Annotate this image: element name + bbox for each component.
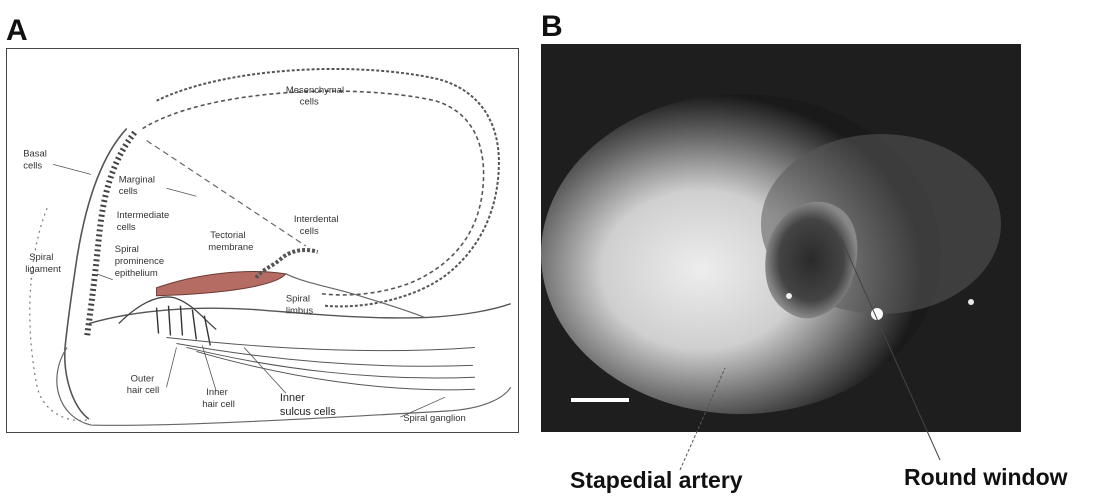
label-spiral-ganglion: Spiral ganglion — [403, 413, 465, 424]
cochlear-duct-diagram: Mesenchymal cells Basal cells Marginal c… — [6, 48, 519, 433]
spiral-ligament-region — [30, 208, 91, 420]
label-spiral-ligament: Spiral ligament — [25, 252, 61, 275]
label-marginal-cells: Marginal cells — [119, 174, 158, 197]
panel-a-letter: A — [6, 14, 28, 48]
stria-vascularis — [87, 133, 135, 338]
label-round-window: Round window — [904, 464, 1068, 491]
photo-rendering — [541, 44, 1021, 432]
label-inner-sulcus-cells: Inner sulcus cells — [280, 392, 336, 418]
reflection-highlight — [871, 308, 883, 320]
label-spiral-limbus: Spiral limbus — [286, 294, 314, 317]
label-basal-cells: Basal cells — [23, 148, 49, 171]
panel-b-letter: B — [541, 10, 563, 44]
label-spiral-prominence: Spiral prominence epithelium — [115, 244, 167, 279]
label-tectorial-membrane: Tectorial membrane — [208, 230, 253, 253]
reflection-spot-right — [968, 299, 974, 305]
label-stapedial-artery: Stapedial artery — [570, 467, 743, 494]
cochlear-duct-drawing: Mesenchymal cells Basal cells Marginal c… — [7, 49, 518, 432]
nerve-fibers — [167, 337, 475, 389]
scale-bar — [571, 398, 629, 402]
label-mesenchymal: Mesenchymal cells — [286, 85, 347, 108]
label-outer-hair-cell: Outer hair cell — [127, 373, 160, 396]
label-intermediate-cells: Intermediate cells — [117, 210, 172, 233]
reissner-membrane — [143, 91, 484, 295]
tectorial-membrane — [157, 272, 286, 296]
round-window-photograph — [541, 44, 1021, 432]
reflection-spot — [786, 293, 792, 299]
label-interdental-cells: Interdental cells — [294, 214, 341, 237]
label-inner-hair-cell: Inner hair cell — [202, 387, 235, 410]
